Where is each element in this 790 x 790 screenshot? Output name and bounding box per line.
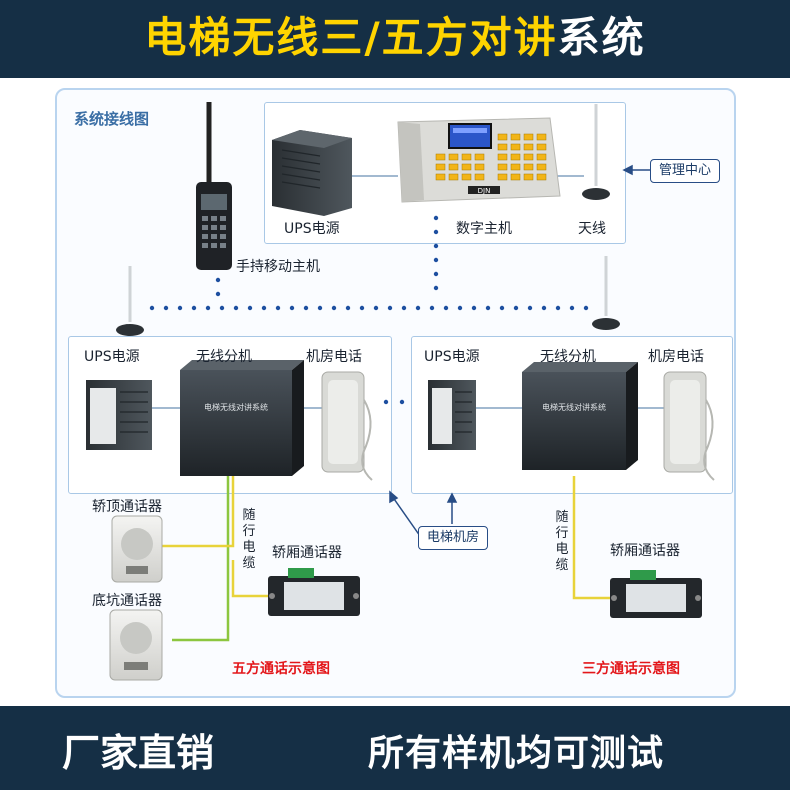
left-car-label: 轿厢通话器 bbox=[272, 545, 342, 561]
ups-top-device bbox=[272, 130, 352, 216]
left-field-antenna bbox=[116, 266, 144, 336]
right-unit-text: 电梯无线对讲系统 bbox=[542, 402, 606, 412]
right-cable-label: 随行电缆 bbox=[555, 510, 569, 573]
right-phone-label: 机房电话 bbox=[648, 349, 704, 365]
handheld-label: 手持移动主机 bbox=[236, 259, 320, 275]
car-top-speaker bbox=[111, 515, 163, 583]
main-unit-label: 数字主机 bbox=[456, 221, 512, 237]
pit-speaker bbox=[109, 609, 163, 681]
right-car-intercom bbox=[610, 570, 702, 618]
pit-label: 底坑通话器 bbox=[92, 593, 162, 609]
page-title: 电梯无线三/五方对讲系统 bbox=[0, 8, 790, 68]
management-center-tag: 管理中心 bbox=[650, 159, 721, 183]
top-antenna bbox=[582, 104, 610, 200]
right-ups-device bbox=[428, 380, 476, 450]
right-ups-label: UPS电源 bbox=[424, 349, 480, 365]
title-accent: 系统 bbox=[557, 13, 646, 62]
left-wireless-unit-label: 无线分机 bbox=[196, 349, 252, 365]
right-caption: 三方通话示意图 bbox=[582, 661, 680, 677]
right-car-label: 轿厢通话器 bbox=[610, 543, 680, 559]
left-slogan: 厂家直销 bbox=[62, 731, 215, 775]
antenna-label: 天线 bbox=[578, 221, 606, 237]
bottom-banner: 厂家直销 所有样机均可测试 bbox=[0, 706, 790, 790]
left-wireless-unit: 电梯无线对讲系统 bbox=[180, 360, 304, 476]
wireless-link bbox=[149, 215, 589, 405]
right-room-phone bbox=[663, 371, 715, 481]
left-phone-label: 机房电话 bbox=[306, 349, 362, 365]
car-top-label: 轿顶通话器 bbox=[92, 499, 162, 515]
left-caption: 五方通话示意图 bbox=[232, 661, 330, 677]
handheld-radio bbox=[196, 102, 232, 270]
digital-main-unit: DJN bbox=[397, 117, 561, 203]
left-unit-text: 电梯无线对讲系统 bbox=[204, 402, 268, 412]
left-room-phone bbox=[321, 371, 373, 481]
right-wireless-unit: 电梯无线对讲系统 bbox=[522, 362, 638, 470]
right-field-antenna bbox=[592, 256, 620, 330]
right-slogan: 所有样机均可测试 bbox=[368, 733, 665, 774]
left-cable-label: 随行电缆 bbox=[242, 508, 256, 571]
title-main: 电梯无线三/五方对讲 bbox=[144, 13, 558, 62]
diagram-heading: 系统接线图 bbox=[74, 110, 150, 128]
machine-room-tag: 电梯机房 bbox=[418, 526, 489, 550]
left-car-intercom bbox=[268, 568, 360, 616]
top-banner bbox=[0, 0, 790, 78]
right-wireless-unit-label: 无线分机 bbox=[540, 349, 596, 365]
left-ups-label: UPS电源 bbox=[84, 349, 140, 365]
main-unit-brand: DJN bbox=[478, 187, 491, 195]
left-ups-device bbox=[86, 380, 152, 450]
top-ups-label: UPS电源 bbox=[284, 221, 340, 237]
